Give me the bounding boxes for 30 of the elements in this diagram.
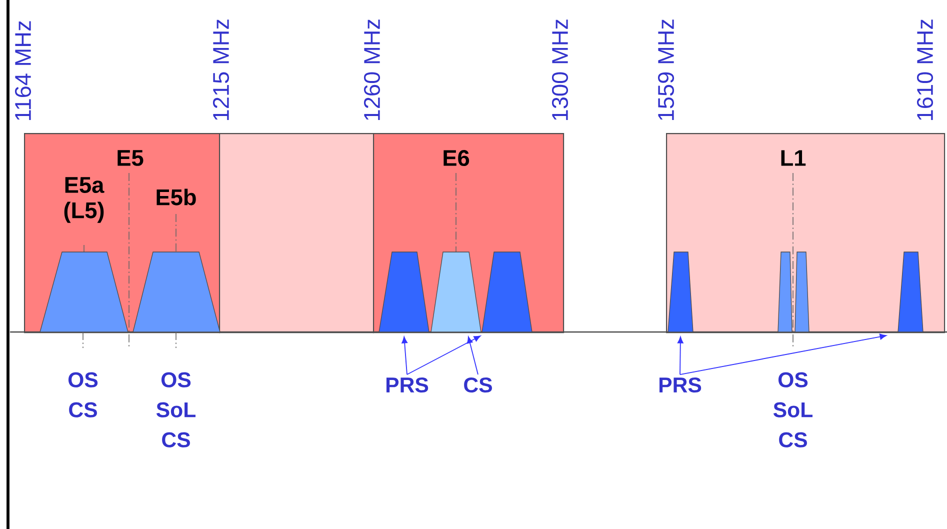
signal-label: PRS (660, 377, 702, 393)
frequency-label: 1164 MHz (14, 21, 32, 120)
signal-label: PRS (386, 377, 428, 393)
frequency-label: 1559 MHz (658, 20, 674, 120)
frequency-label: 1610 MHz (916, 20, 934, 120)
arrow (677, 336, 684, 375)
arrow (406, 336, 481, 375)
node-label: E5b (156, 188, 196, 206)
band (219, 133, 374, 334)
trapezoid (778, 252, 792, 332)
trapezoid (378, 252, 430, 332)
trapezoid (668, 252, 694, 332)
trapezoid (482, 252, 532, 332)
arrow (402, 336, 408, 375)
trapezoid: E5b (132, 188, 220, 332)
trapezoid (898, 252, 924, 332)
frequency-label: 1260 MHz (364, 20, 380, 120)
frequency-label: 1215 MHz (212, 20, 230, 120)
service-label: OS CS (68, 372, 98, 418)
arrow (680, 334, 886, 375)
band: L1 (666, 133, 946, 334)
service-label: OS SoL CS (156, 372, 196, 448)
node-label: E5a (L5) (64, 177, 104, 223)
trapezoid: E5a (L5) (40, 177, 128, 332)
signal-label: CS (464, 377, 492, 393)
service-label: OS SoL CS (773, 372, 812, 448)
arrow (467, 336, 478, 375)
trapezoid (430, 252, 482, 332)
frequency-label: 1300 MHz (552, 20, 568, 120)
trapezoid (794, 252, 810, 332)
